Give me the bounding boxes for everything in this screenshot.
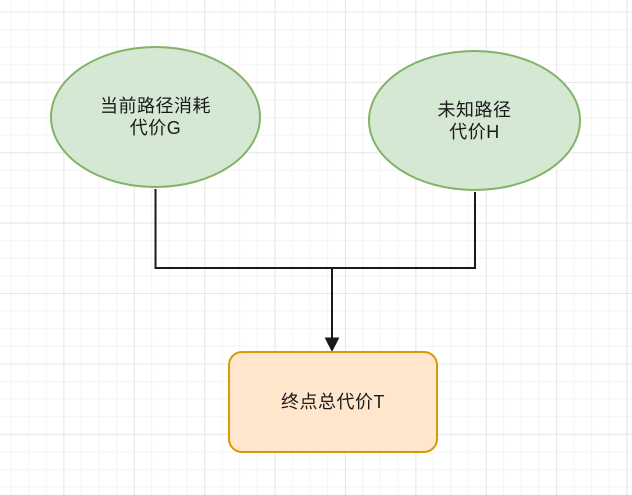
edge-merge-line[interactable]	[154, 189, 476, 269]
node-label: 终点总代价T	[281, 392, 385, 412]
node-label: 未知路径 代价H	[437, 99, 512, 142]
node-total-cost[interactable]: 终点总代价T	[228, 351, 438, 453]
node-current-path-cost[interactable]: 当前路径消耗 代价G	[50, 46, 261, 188]
arrow-down-head-icon	[324, 337, 340, 352]
node-label: 当前路径消耗 代价G	[100, 96, 211, 138]
node-unknown-path-cost[interactable]: 未知路径 代价H	[368, 50, 581, 191]
